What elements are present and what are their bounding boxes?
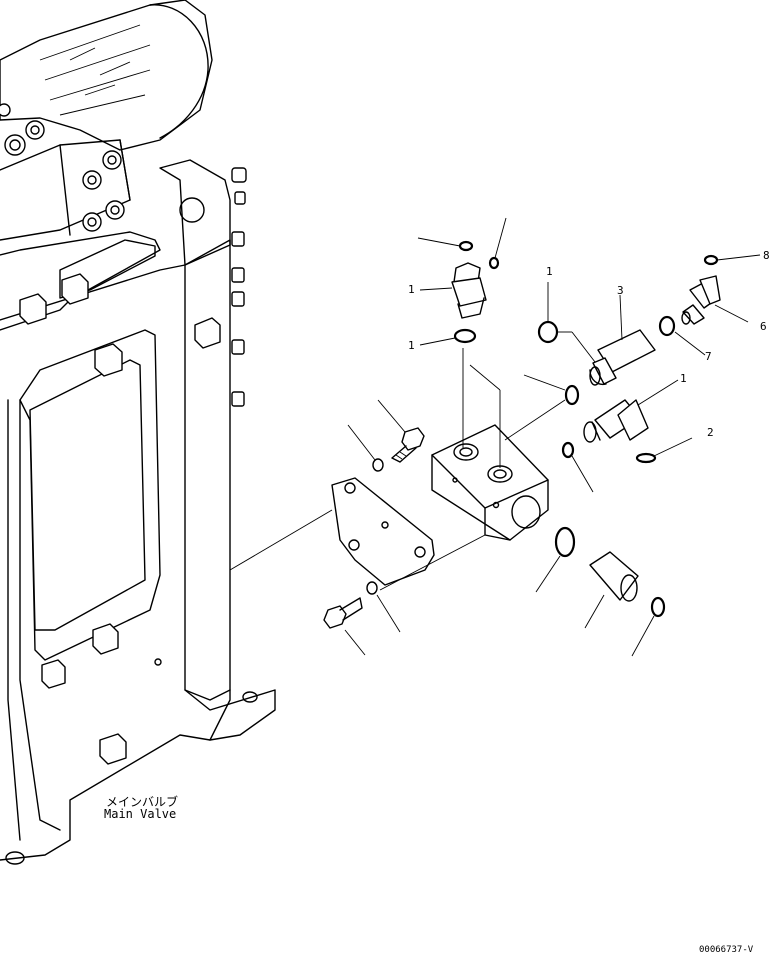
lower-bolt bbox=[323, 581, 401, 656]
callout-c3: 1 bbox=[546, 265, 553, 278]
bracket-plate bbox=[229, 477, 435, 586]
callout-c6: 1 bbox=[680, 372, 687, 385]
right-fitting-mid: 1 2 bbox=[523, 372, 714, 493]
callout-c4: 3 bbox=[617, 284, 624, 297]
callout-c5: 7 bbox=[705, 350, 712, 363]
top-fitting: 1 1 bbox=[408, 217, 507, 352]
callout-c9: 6 bbox=[760, 320, 767, 333]
callout-c8: 8 bbox=[763, 249, 770, 262]
callout-c7: 2 bbox=[707, 426, 714, 439]
upper-bolt bbox=[347, 399, 425, 472]
callout-c1: 1 bbox=[408, 283, 415, 296]
right-fitting-elbow: 8 6 7 bbox=[658, 249, 770, 363]
valve-block bbox=[431, 424, 549, 541]
main-valve-label-jp: メインバルブ bbox=[106, 794, 178, 809]
main-valve-label-en: Main Valve bbox=[104, 807, 176, 821]
figure-code: 00066737-V bbox=[699, 945, 754, 955]
callout-c2: 1 bbox=[408, 339, 415, 352]
main-valve bbox=[0, 0, 276, 865]
right-fitting-upper: 1 3 bbox=[537, 265, 656, 386]
right-fitting-lower bbox=[535, 526, 666, 657]
